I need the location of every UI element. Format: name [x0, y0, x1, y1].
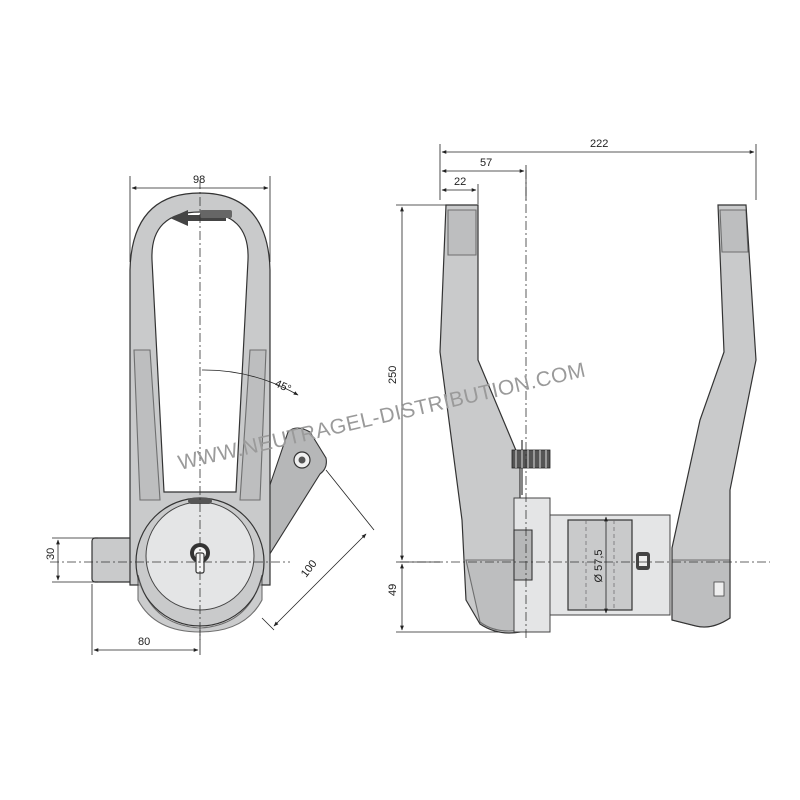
side-width-22-label: 22 [454, 176, 466, 188]
side-height-label: 250 [387, 366, 399, 384]
front-offset-height-label: 30 [45, 548, 57, 560]
side-spring-icon [511, 449, 551, 469]
side-total-width-label: 222 [590, 138, 608, 150]
side-lower-height-label: 49 [387, 584, 399, 596]
keyhole-icon [190, 543, 210, 574]
front-width-label: 98 [193, 174, 205, 186]
side-key-icon [636, 552, 650, 570]
side-width-57-label: 57 [480, 157, 492, 169]
front-radius-label: 100 [299, 558, 320, 580]
side-diameter-label: Ø 57,5 [593, 549, 605, 582]
front-angle-label: 45° [273, 378, 293, 396]
front-direction-arrow-icon [170, 210, 226, 226]
side-view: 222 57 22 250 49 Ø 57,5 [387, 138, 770, 640]
front-view: 45° 98 30 80 100 [45, 174, 375, 655]
front-offset-width-label: 80 [138, 636, 150, 648]
